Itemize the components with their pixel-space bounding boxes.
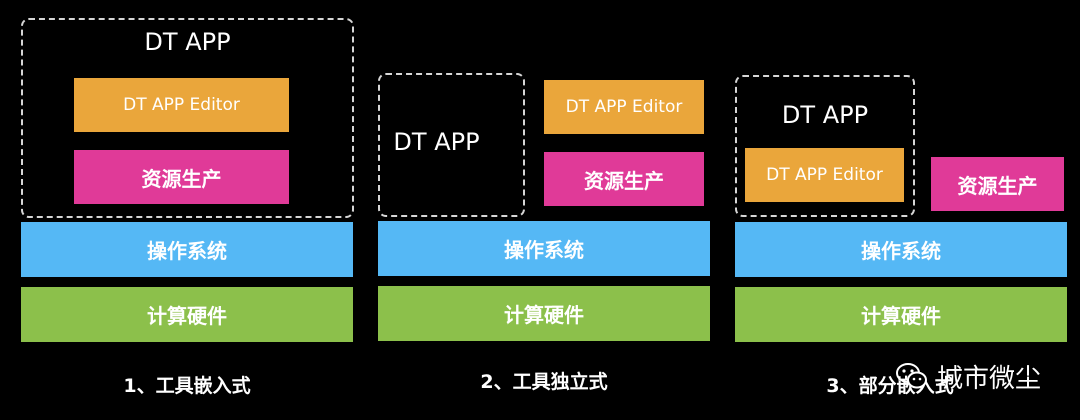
watermark-text: 城市微尘: [937, 363, 1042, 394]
scenario2-app-container: [378, 73, 525, 217]
scenario3-app-title: DT APP: [781, 101, 869, 129]
scenario2-caption: 2、工具独立式: [480, 371, 608, 393]
scenario3-resource-box: 资源生产: [931, 157, 1064, 211]
scenario1-caption: 1、工具嵌入式: [123, 375, 251, 397]
scenario2-editor-box: DT APP Editor: [544, 80, 704, 134]
scenario1-app-title: DT APP: [144, 28, 231, 56]
scenario1-editor-box: DT APP Editor: [74, 78, 289, 132]
scenario2-resource-box: 资源生产: [544, 152, 704, 206]
watermark: 城市微尘: [895, 356, 1041, 396]
scenario3-os-layer: 操作系统: [735, 222, 1067, 277]
scenario3-app-container: [735, 75, 915, 217]
scenario1-app-container: [21, 18, 354, 218]
scenario3-editor-box: DT APP Editor: [745, 148, 904, 202]
scenario1-hardware-layer: 计算硬件: [21, 287, 353, 342]
scenario3-hardware-layer: 计算硬件: [735, 287, 1067, 342]
wechat-icon: [895, 361, 929, 391]
scenario2-os-layer: 操作系统: [378, 221, 710, 276]
scenario1-resource-box: 资源生产: [74, 150, 289, 204]
scenario2-app-title: DT APP: [393, 128, 480, 156]
scenario1-os-layer: 操作系统: [21, 222, 353, 277]
scenario2-hardware-layer: 计算硬件: [378, 286, 710, 341]
